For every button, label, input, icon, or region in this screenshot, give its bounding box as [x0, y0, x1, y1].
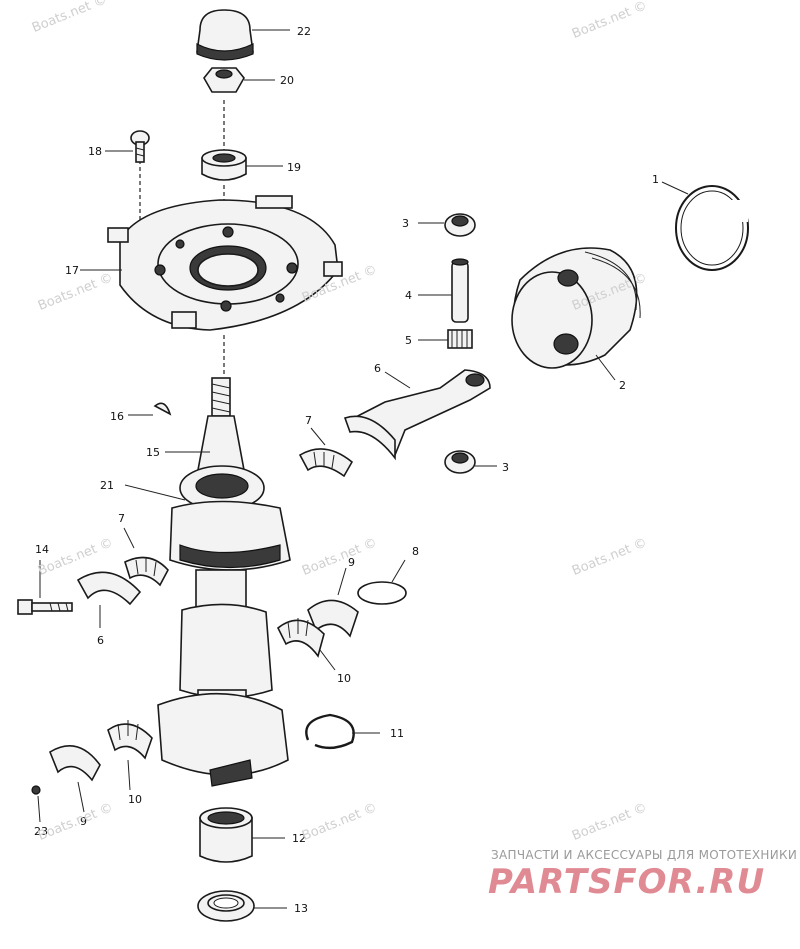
- callout-label: 20: [280, 74, 294, 87]
- callout-label: 3: [402, 217, 409, 230]
- callout-label: 6: [97, 634, 104, 647]
- part-3-cup-top: [444, 213, 476, 237]
- callout-label: 17: [65, 264, 79, 277]
- part-12-sleeve: [199, 807, 253, 863]
- part-23-ball: [31, 785, 41, 795]
- brand-logo: PARTSFOR.RU: [488, 862, 766, 902]
- callout-label: 16: [110, 410, 124, 423]
- callout-label: 6: [374, 362, 381, 375]
- part-10-needle-half: [107, 720, 153, 760]
- callout-label: 23: [34, 825, 48, 838]
- part-13-seal: [197, 890, 255, 922]
- callout-label: 18: [88, 145, 102, 158]
- part-10-needle-half: [276, 618, 325, 658]
- callout-label: 14: [35, 543, 49, 556]
- callout-label: 2: [619, 379, 626, 392]
- part-14-bolt: [17, 599, 73, 615]
- part-6-connecting-rod: [343, 369, 491, 461]
- part-20-nut: [203, 67, 245, 93]
- callout-label: 13: [294, 902, 308, 915]
- callout-label: 5: [405, 334, 412, 347]
- callout-label: 12: [292, 832, 306, 845]
- part-1-ring: [675, 185, 749, 271]
- callout-label: 9: [348, 556, 355, 569]
- callout-label: 11: [390, 727, 404, 740]
- callout-label: 1: [652, 173, 659, 186]
- callout-label: 7: [305, 414, 312, 427]
- part-9-bearing-half: [49, 745, 101, 782]
- callout-label: 3: [502, 461, 509, 474]
- part-8-clip: [357, 581, 407, 605]
- part-17-plate: [107, 195, 343, 331]
- callout-label: 21: [100, 479, 114, 492]
- callout-label: 7: [118, 512, 125, 525]
- callout-label: 9: [80, 815, 87, 828]
- part-4-pin: [451, 258, 469, 323]
- part-6-rod-cap: [76, 571, 142, 606]
- part-7-bearing-half: [298, 448, 354, 478]
- callout-label: 19: [287, 161, 301, 174]
- brand-subtitle: ЗАПЧАСТИ И АКСЕССУАРЫ ДЛЯ МОТОТЕХНИКИ: [491, 848, 798, 862]
- part-15-21-crankshaft: [157, 377, 291, 787]
- part-11-snap-ring: [305, 713, 355, 750]
- part-16-key: [153, 402, 172, 416]
- part-7-bearing-half: [124, 556, 169, 587]
- part-22-cap: [196, 9, 254, 61]
- callout-label: 10: [337, 672, 351, 685]
- callout-label: 8: [412, 545, 419, 558]
- callout-label: 22: [297, 25, 311, 38]
- part-9-bearing-half: [307, 599, 359, 638]
- callout-label: 15: [146, 446, 160, 459]
- callout-label: 4: [405, 289, 412, 302]
- part-3-cup-bottom: [444, 450, 476, 474]
- part-5-needle-bearing: [447, 329, 473, 349]
- callout-label: 10: [128, 793, 142, 806]
- part-18-screw: [130, 130, 150, 163]
- part-19-bushing: [201, 149, 247, 181]
- part-2-piston: [511, 247, 641, 369]
